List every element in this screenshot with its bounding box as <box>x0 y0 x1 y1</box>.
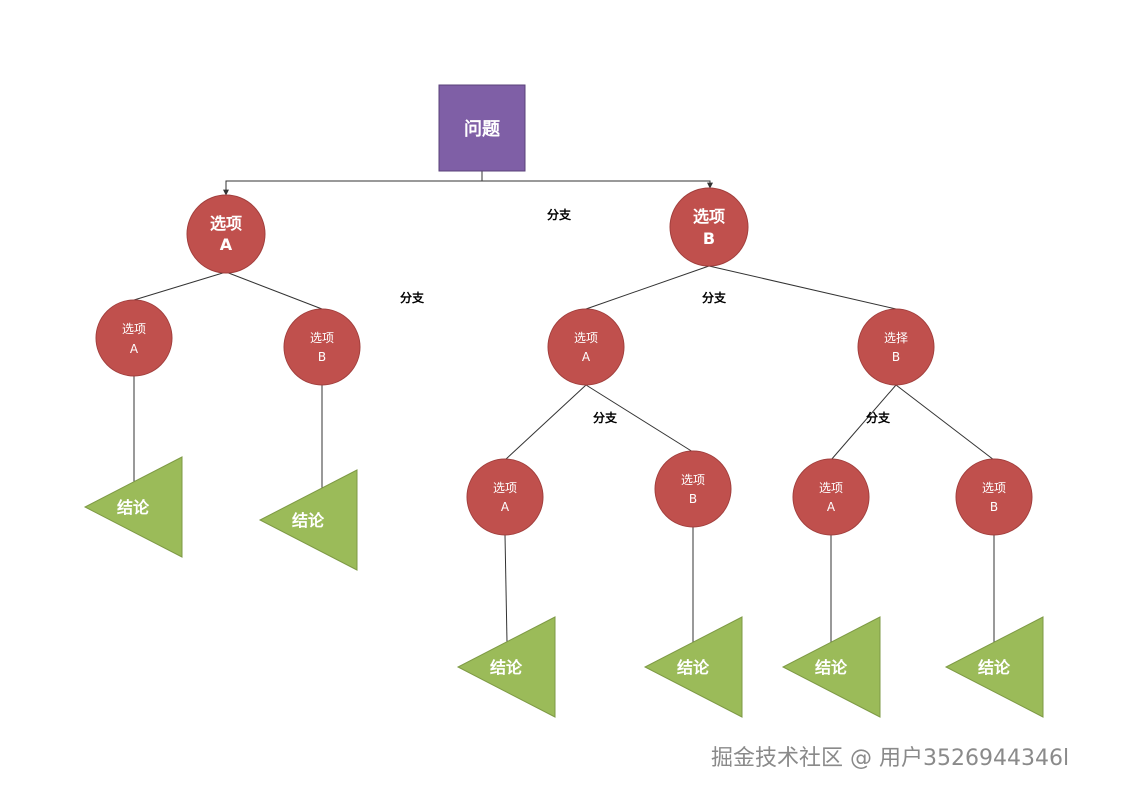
option-label-line1: 选项 <box>681 473 705 487</box>
option-label-line2: B <box>990 500 998 514</box>
option-label-line2: B <box>689 492 697 506</box>
edge-l3a-leaf <box>504 534 508 643</box>
conclusion-label: 结论 <box>977 658 1011 677</box>
branch-label-left: 分支 <box>400 290 425 305</box>
option-label-line2: A <box>130 342 139 356</box>
edge-l2c-l3a <box>504 384 587 461</box>
conclusion-node-4[interactable]: 结论 <box>643 616 743 718</box>
edge-l1b-l2c <box>585 265 710 310</box>
edges <box>133 171 995 643</box>
option-label-line2: B <box>703 229 715 248</box>
root-node[interactable]: 问题 <box>438 84 526 172</box>
branch-label-right-left: 分支 <box>593 410 618 425</box>
option-node-level2-d[interactable]: 选择 B <box>857 308 935 386</box>
option-node-level2-a[interactable]: 选项 A <box>95 299 173 377</box>
conclusion-label: 结论 <box>676 658 710 677</box>
option-label-line2: B <box>892 350 900 364</box>
conclusion-label: 结论 <box>489 658 523 677</box>
option-label-line1: 选项 <box>982 481 1006 495</box>
option-label-line1: 选项 <box>574 331 598 345</box>
root-connector-right <box>482 180 713 189</box>
option-node-level1-a[interactable]: 选项 A <box>186 194 266 274</box>
option-label-line2: A <box>501 500 510 514</box>
edge-l2d-l3c <box>830 384 897 461</box>
option-label-line1: 选项 <box>819 481 843 495</box>
conclusion-label: 结论 <box>291 511 325 530</box>
edge-l1a-l2a <box>133 271 227 301</box>
option-node-level2-c[interactable]: 选项 A <box>547 308 625 386</box>
option-label-line1: 选项 <box>493 481 517 495</box>
conclusion-label: 结论 <box>814 658 848 677</box>
option-node-level3-c[interactable]: 选项 A <box>792 458 870 536</box>
option-label-line1: 选项 <box>122 322 146 336</box>
option-label-line2: A <box>582 350 591 364</box>
branch-label-right-right: 分支 <box>866 410 891 425</box>
conclusion-label: 结论 <box>116 498 150 517</box>
option-node-level3-b[interactable]: 选项 B <box>654 450 732 528</box>
option-label-line1: 选择 <box>884 331 908 345</box>
conclusion-node-2[interactable]: 结论 <box>258 469 358 571</box>
conclusion-node-3[interactable]: 结论 <box>456 616 556 718</box>
conclusion-node-1[interactable]: 结论 <box>83 456 183 558</box>
conclusion-node-6[interactable]: 结论 <box>944 616 1044 718</box>
option-node-level3-d[interactable]: 选项 B <box>955 458 1033 536</box>
option-node-level2-b[interactable]: 选项 B <box>283 308 361 386</box>
root-connector <box>223 171 483 196</box>
edge-l1a-l2b <box>225 271 323 310</box>
edge-l2d-l3d <box>895 384 995 461</box>
option-label-line1: 选项 <box>210 214 242 233</box>
option-label-line1: 选项 <box>310 331 334 345</box>
conclusion-node-5[interactable]: 结论 <box>781 616 881 718</box>
option-label-line1: 选项 <box>693 207 725 226</box>
option-label-line2: B <box>318 350 326 364</box>
option-label-line2: A <box>827 500 836 514</box>
branch-label-top: 分支 <box>547 207 572 222</box>
branch-label-right: 分支 <box>702 290 727 305</box>
edge-l2c-l3b <box>585 384 694 453</box>
edge-l1b-l2d <box>708 265 897 310</box>
option-node-level1-b[interactable]: 选项 B <box>669 187 749 267</box>
option-label-line2: A <box>220 235 233 254</box>
option-node-level3-a[interactable]: 选项 A <box>466 458 544 536</box>
watermark-text: 掘金技术社区 @ 用户3526944346l <box>711 746 1070 771</box>
root-label: 问题 <box>464 119 501 140</box>
